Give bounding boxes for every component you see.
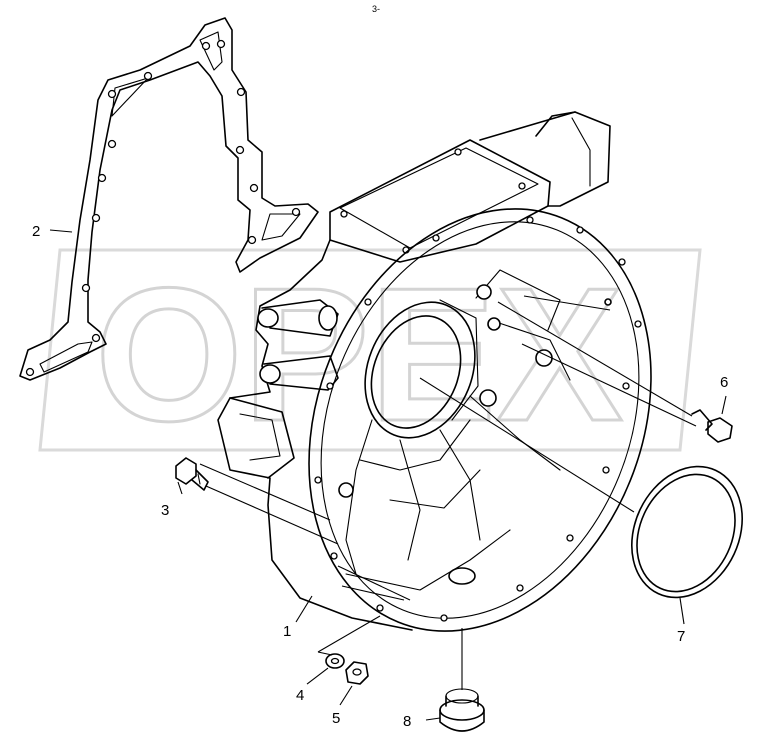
flywheel-housing-part-1[interactable] xyxy=(217,111,712,683)
washer-part-4[interactable] xyxy=(325,653,345,669)
nut-part-5[interactable] xyxy=(345,661,369,685)
plug-part-8[interactable] xyxy=(439,688,485,732)
header-mark: 3- xyxy=(372,4,380,14)
callout-7: 7 xyxy=(677,628,685,645)
callout-2: 2 xyxy=(32,223,40,240)
o-ring-part-7[interactable] xyxy=(611,448,762,615)
callout-4: 4 xyxy=(296,687,304,704)
leader-lines xyxy=(49,229,727,721)
callout-3: 3 xyxy=(161,502,169,519)
bolt-part-6[interactable] xyxy=(691,409,733,443)
bolt-part-3[interactable] xyxy=(175,457,209,491)
callout-8: 8 xyxy=(403,713,411,730)
callout-6: 6 xyxy=(720,374,728,391)
gasket-part-2[interactable] xyxy=(19,17,319,381)
callouts: 1 2 3 4 5 6 7 8 xyxy=(32,223,728,730)
callout-1: 1 xyxy=(283,623,291,640)
callout-5: 5 xyxy=(332,710,340,727)
